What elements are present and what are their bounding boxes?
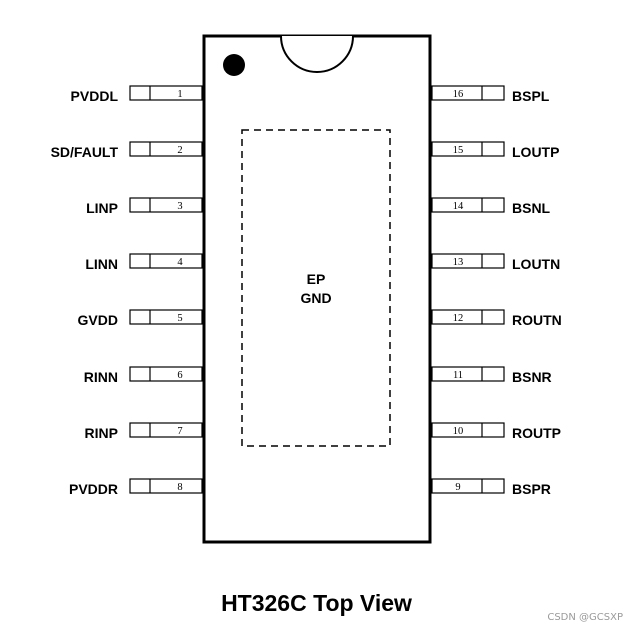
pin-name: RINP [85, 425, 118, 441]
pin-name: PVDDL [71, 88, 119, 104]
pin-number: 15 [453, 145, 464, 156]
exposed-pad-outline [241, 129, 391, 447]
pin-name: LOUTP [512, 144, 559, 160]
chip-body [202, 34, 432, 544]
diagram-caption: HT326C Top View [221, 590, 412, 616]
pin-lead [431, 85, 505, 101]
pin-name: PVDDR [69, 481, 118, 497]
exposed-pad-label-line2: GND [300, 290, 331, 306]
pin-number: 16 [453, 89, 464, 100]
pin-name: ROUTP [512, 425, 561, 441]
pin-14: 14 BSNL [431, 197, 551, 216]
pin-number: 8 [177, 482, 182, 493]
pin-8: 8 PVDDR [69, 478, 203, 497]
pin-name: RINN [84, 369, 118, 385]
pin-7: 7 RINP [85, 422, 203, 441]
pin-5: 5 GVDD [78, 309, 203, 328]
pin-10: 10 ROUTP [431, 422, 561, 441]
pin-name: LINP [86, 200, 118, 216]
pin-name: GVDD [78, 312, 118, 328]
pin-name: LOUTN [512, 256, 560, 272]
pin-number: 10 [453, 426, 464, 437]
pin-name: BSPR [512, 481, 551, 497]
pin1-marker-dot [223, 54, 245, 76]
pin-11: 11 BSNR [431, 366, 552, 385]
pin-lead [431, 478, 505, 494]
pin-lead [431, 309, 505, 325]
left-pin-group: 1 PVDDL 2 SD/FAULT 3 LINP 4 LINN 5 GVDD 6 RINN 7 RINP… [51, 85, 203, 497]
pin-number: 2 [177, 145, 182, 156]
pin-name: BSPL [512, 88, 550, 104]
pin-name: LINN [85, 256, 118, 272]
pin-12: 12 ROUTN [431, 309, 562, 328]
pin-lead [431, 366, 505, 382]
pin-number: 4 [177, 257, 183, 268]
pin-lead [129, 85, 203, 101]
pin-lead [129, 422, 203, 438]
pin-name: SD/FAULT [51, 144, 119, 160]
pin-13: 13 LOUTN [431, 253, 560, 272]
pin-4: 4 LINN [85, 253, 203, 272]
pin-6: 6 RINN [84, 366, 203, 385]
pin-lead [431, 422, 505, 438]
pin-lead [129, 478, 203, 494]
pin-number: 13 [453, 257, 464, 268]
pin-lead [431, 197, 505, 213]
pin-number: 1 [177, 89, 182, 100]
pin-number: 7 [177, 426, 182, 437]
pin-name: BSNR [512, 369, 552, 385]
pin-name: BSNL [512, 200, 551, 216]
pin-9: 9 BSPR [431, 478, 551, 497]
pin-lead [129, 309, 203, 325]
chip-pinout-diagram: 1 PVDDL 2 SD/FAULT 3 LINP 4 LINN 5 GVDD 6 RINN 7 RINP… [51, 34, 562, 544]
pin-number: 5 [177, 313, 182, 324]
pin-lead [129, 141, 203, 157]
pin-3: 3 LINP [86, 197, 203, 216]
exposed-pad-label-line1: EP [307, 271, 326, 287]
pin-number: 12 [453, 313, 464, 324]
pin-lead [129, 253, 203, 269]
pin-number: 3 [177, 201, 182, 212]
pin-lead [431, 253, 505, 269]
pin-lead [129, 197, 203, 213]
pin-lead [129, 366, 203, 382]
pin-number: 11 [453, 370, 463, 381]
pin-15: 15 LOUTP [431, 141, 559, 160]
orientation-notch [280, 35, 354, 73]
pin-number: 14 [453, 201, 464, 212]
pin-number: 6 [177, 370, 182, 381]
watermark: CSDN @GCSXP [547, 612, 623, 623]
pin-1: 1 PVDDL [71, 85, 203, 104]
pin-name: ROUTN [512, 312, 562, 328]
pin-lead [431, 141, 505, 157]
pin-16: 16 BSPL [431, 85, 550, 104]
pin-2: 2 SD/FAULT [51, 141, 203, 160]
pin-number: 9 [455, 482, 460, 493]
